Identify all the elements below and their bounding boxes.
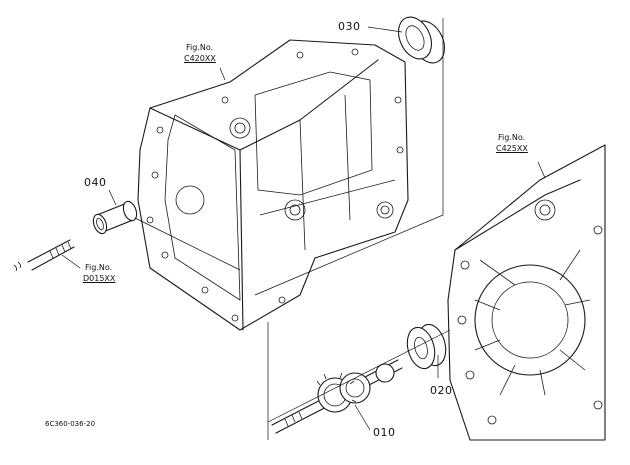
transmission-case (137, 39, 409, 331)
shaft-stub-d015 (13, 239, 75, 272)
gear-shaft-010 (271, 359, 403, 434)
part-label-020: 020 (430, 384, 453, 397)
part-label-030: 030 (338, 20, 361, 33)
fig-code-d015: D015XX (83, 274, 116, 283)
part-label-040: 040 (84, 176, 107, 189)
collar-040 (92, 200, 138, 235)
fig-code-c425: C425XX (496, 144, 528, 153)
clutch-housing (447, 144, 606, 441)
bearing-030 (397, 16, 446, 64)
bearing-020 (406, 323, 447, 370)
fig-label-d015: Fig.No. (85, 263, 113, 272)
fig-label-c420: Fig.No. (186, 43, 214, 52)
drawing-code: 6C360-036-20 (45, 420, 96, 428)
fig-label-c425: Fig.No. (498, 133, 526, 142)
leader-lines (61, 18, 546, 440)
fig-code-c420: C420XX (184, 54, 216, 63)
part-label-010: 010 (373, 426, 396, 439)
